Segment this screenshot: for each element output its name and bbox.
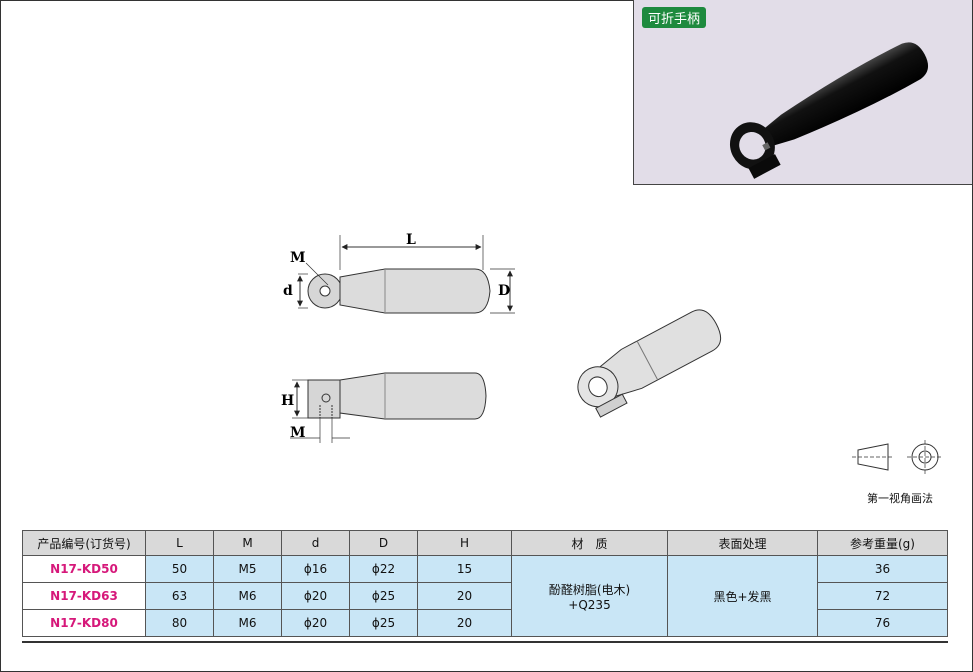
col-header-big-d: D [349,530,418,556]
col-header-weight: 参考重量(g) [817,530,948,556]
material-line-1: 酚醛树脂(电木) [548,582,631,597]
specs-table: 产品编号(订货号) L M d D H 材 质 表面处理 参考重量(g) N17… [22,530,948,637]
col-header-material: 材 质 [511,530,668,556]
cell-weight: 76 [817,609,948,637]
cell-m: M6 [213,582,282,610]
side-view: H M [281,372,487,443]
cell-model: N17-KD80 [22,609,146,637]
cell-finish: 黑色+发黑 [667,555,818,637]
cell-m: M6 [213,609,282,637]
col-header-d: d [281,530,350,556]
dim-label-m-top: M [290,250,306,266]
cell-weight: 72 [817,582,948,610]
projection-label: 第一视角画法 [867,492,933,505]
table-row: N17-KD80 80 M6 ϕ20 ϕ25 20 76 [22,609,948,637]
col-header-h: H [417,530,512,556]
projection-icon [852,440,943,474]
dim-label-l: L [406,232,416,248]
cell-model: N17-KD50 [22,555,146,583]
isometric-view [577,309,722,418]
table-bottom-rule [22,641,948,643]
handle-photo-illustration [729,42,929,179]
photo-badge: 可折手柄 [642,7,707,28]
col-header-model: 产品编号(订货号) [22,530,146,556]
cell-h: 20 [417,609,512,637]
cell-model: N17-KD63 [22,582,146,610]
cell-big-d: ϕ25 [349,582,418,610]
cell-d: ϕ16 [281,555,350,583]
dim-label-h: H [281,393,294,409]
cell-h: 15 [417,555,512,583]
table-row: N17-KD63 63 M6 ϕ20 ϕ25 20 72 [22,582,948,610]
cell-weight: 36 [817,555,948,583]
col-header-l: L [145,530,214,556]
cell-l: 50 [145,555,214,583]
material-line-2: +Q235 [568,597,611,612]
col-header-m: M [213,530,282,556]
table-header-row: 产品编号(订货号) L M d D H 材 质 表面处理 参考重量(g) [22,530,948,556]
dim-label-d: d [283,283,293,299]
drawing-svg: M L d D H M [281,232,722,443]
top-view: M L d D [283,232,515,314]
col-header-finish: 表面处理 [667,530,818,556]
cell-material: 酚醛树脂(电木) +Q235 [511,555,668,637]
cell-big-d: ϕ25 [349,609,418,637]
cell-h: 20 [417,582,512,610]
cell-big-d: ϕ22 [349,555,418,583]
dim-label-big-d: D [498,283,510,299]
cell-l: 63 [145,582,214,610]
product-photo: 可折手柄 [633,0,972,185]
dim-label-m-bottom: M [290,425,306,441]
cell-d: ϕ20 [281,609,350,637]
cell-m: M5 [213,555,282,583]
projection-symbol: 第一视角画法 [850,440,950,505]
cell-l: 80 [145,609,214,637]
cell-d: ϕ20 [281,582,350,610]
table-row: N17-KD50 50 M5 ϕ16 ϕ22 15 酚醛树脂(电木) +Q235… [22,555,948,637]
technical-drawing: M L d D H M [270,225,750,454]
